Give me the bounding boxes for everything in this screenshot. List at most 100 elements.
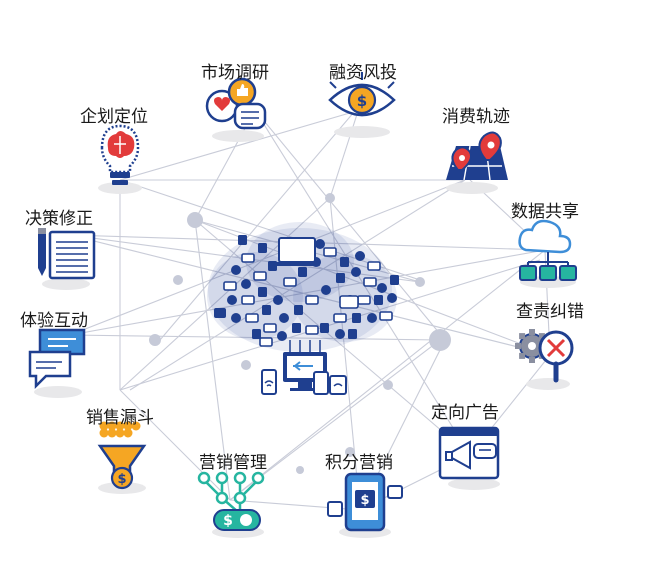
cloud-device-icon <box>377 283 387 293</box>
cloud-device-icon <box>352 313 361 323</box>
pen-document-icon <box>38 228 96 280</box>
connection-line <box>129 179 466 391</box>
cloud-device-icon <box>292 323 301 333</box>
lightbulb-brain-icon <box>100 124 140 185</box>
cloud-device-icon <box>273 295 283 305</box>
connection-line <box>119 389 231 501</box>
cloud-device-icon <box>387 293 397 303</box>
cloud-device-icon <box>320 323 329 333</box>
cloud-device-icon <box>339 295 359 309</box>
cloud-device-icon <box>231 265 241 275</box>
megaphone-browser-icon <box>438 426 500 480</box>
cloud-device-icon <box>390 275 399 285</box>
cloud-device-icon <box>263 323 277 333</box>
map-pins-icon <box>446 131 508 181</box>
cloud-device-icon <box>348 329 357 339</box>
junction-node <box>173 275 183 285</box>
label-interaction: 体验互动 <box>20 311 88 331</box>
label-decision-fix: 决策修正 <box>25 209 93 229</box>
cloud-device-icon <box>277 331 287 341</box>
cloud-device-icon <box>298 267 307 277</box>
connection-line <box>254 109 446 341</box>
cloud-device-icon <box>321 285 331 295</box>
connection-line <box>69 179 466 336</box>
icon-shadow <box>34 386 82 398</box>
junction-node <box>383 380 393 390</box>
icon-shadow <box>42 278 90 290</box>
cloud-device-icon <box>335 329 345 339</box>
cloud-device-icon <box>279 313 289 323</box>
label-financing: 融资风投 <box>329 63 397 83</box>
funnel-coins-icon: $ <box>97 421 147 490</box>
connection-line <box>119 109 361 181</box>
junction-node <box>345 447 355 457</box>
connection-line <box>229 339 441 501</box>
svg-text:$: $ <box>360 493 369 508</box>
icon-shadow <box>448 478 500 490</box>
label-consumption-trace: 消费轨迹 <box>442 107 510 127</box>
cloud-device-icon <box>283 277 297 287</box>
junction-node <box>296 466 304 474</box>
phone-dollar-icon: $ <box>327 472 403 532</box>
cloud-network-icon <box>518 219 577 281</box>
cloud-device-icon <box>315 239 325 249</box>
cloud-device-icon <box>227 295 237 305</box>
cloud-device-icon <box>241 279 251 289</box>
connection-line <box>69 234 551 356</box>
junction-node <box>415 277 425 287</box>
cloud-device-icon <box>333 313 347 323</box>
label-data-sharing: 数据共享 <box>511 202 579 222</box>
cloud-device-icon <box>323 247 337 257</box>
cloud-device-icon <box>367 261 381 271</box>
cloud-device-icon <box>363 277 377 287</box>
chat-bubbles-icon <box>205 77 267 130</box>
cloud-device-icon <box>231 313 241 323</box>
connection-line <box>69 249 546 336</box>
icon-shadow <box>212 130 264 142</box>
label-targeted-ads: 定向广告 <box>431 403 499 423</box>
cloud-device-icon <box>374 295 383 305</box>
connection-line <box>119 197 331 391</box>
cloud-device-icon <box>305 325 319 335</box>
label-market-research: 市场调研 <box>201 63 269 83</box>
icon-shadow <box>334 126 390 138</box>
cloud-device-icon <box>241 253 255 263</box>
speech-bubbles-icon <box>28 328 86 390</box>
gear-magnifier-icon <box>515 329 574 383</box>
data-cloud-icon <box>207 222 399 395</box>
cloud-device-icon <box>305 295 319 305</box>
hierarchy-money-icon: $ <box>197 471 265 531</box>
cloud-device-icon <box>351 267 361 277</box>
cloud-device-icon <box>355 251 365 261</box>
icon-shadow <box>446 182 498 194</box>
connection-line <box>194 219 551 356</box>
label-points-marketing: 积分营销 <box>325 453 393 473</box>
cloud-device-icon <box>223 281 237 291</box>
junction-nodes <box>149 193 451 474</box>
cloud-device-icon <box>357 295 371 305</box>
icon-shadow <box>98 182 142 194</box>
junction-node <box>187 212 203 228</box>
connection-line <box>254 109 471 456</box>
label-error-check: 查责纠错 <box>516 302 584 322</box>
cloud-device-icon <box>238 235 247 245</box>
connection-line <box>194 219 231 501</box>
svg-text:$: $ <box>223 513 233 529</box>
label-sales-funnel: 销售漏斗 <box>86 408 154 428</box>
junction-node <box>149 334 161 346</box>
junction-node <box>241 360 251 370</box>
cloud-device-icon <box>253 271 267 281</box>
cloud-device-icon <box>258 287 267 297</box>
icon-shadow <box>526 378 570 390</box>
connection-line <box>159 104 361 341</box>
label-positioning: 企划定位 <box>80 107 148 127</box>
cloud-device-icon <box>367 313 377 323</box>
cloud-device-icon <box>252 329 261 339</box>
connection-line <box>229 249 546 501</box>
cloud-device-icon <box>214 308 226 318</box>
junction-node <box>325 193 335 203</box>
svg-text:$: $ <box>117 472 126 487</box>
connection-line <box>119 259 541 391</box>
